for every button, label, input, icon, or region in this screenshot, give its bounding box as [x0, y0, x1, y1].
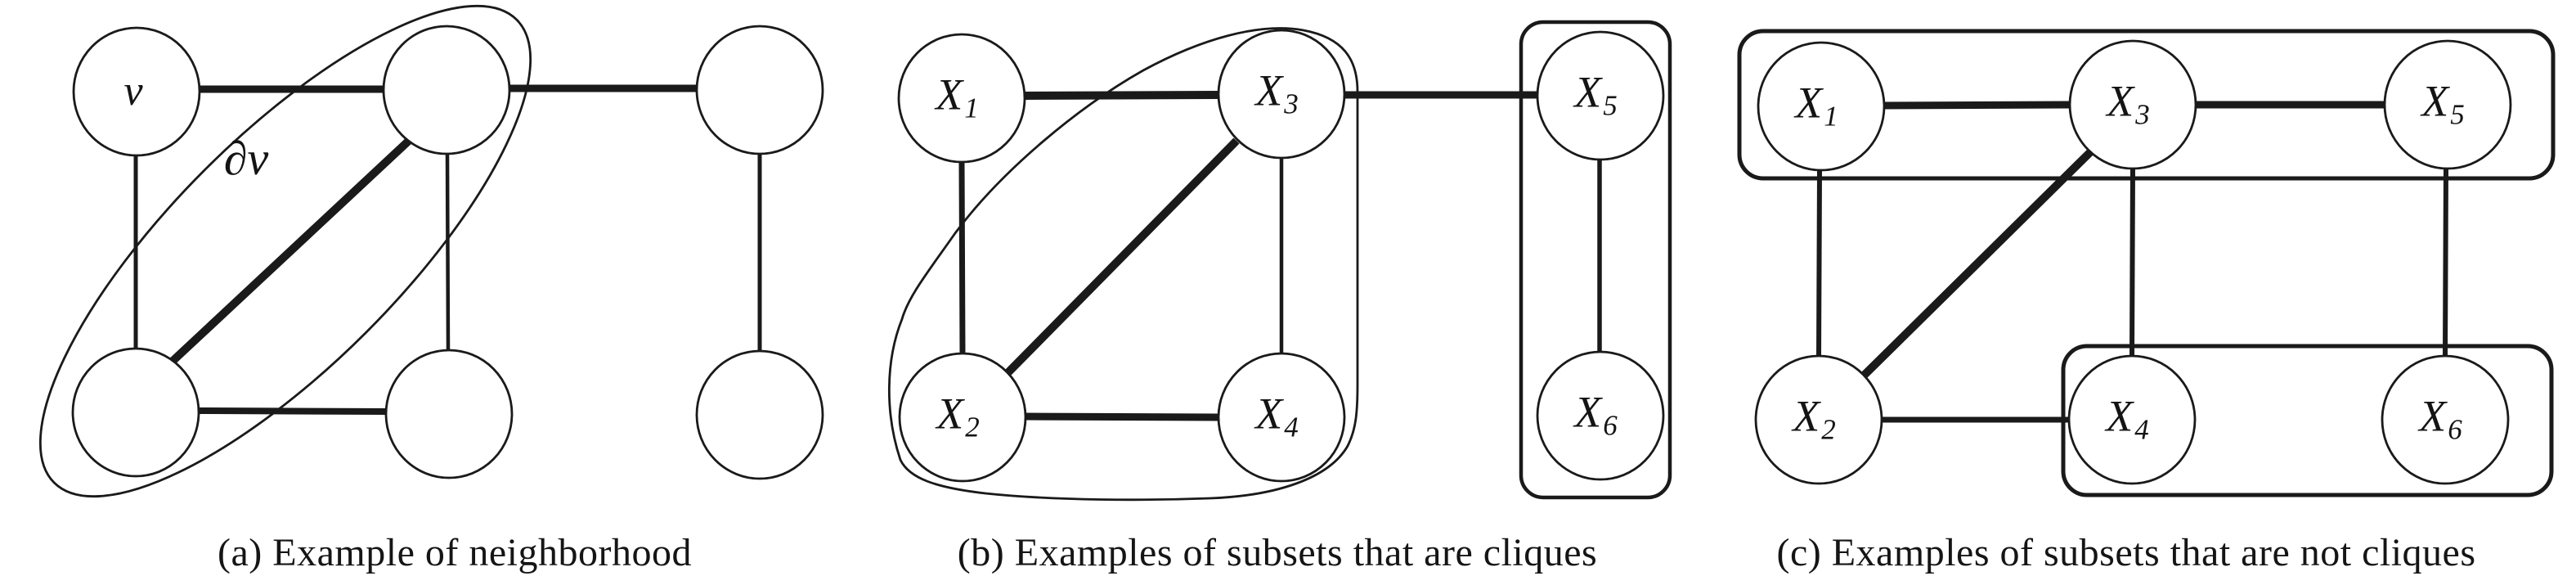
node-label-x6-b: X6 — [1574, 390, 1618, 440]
caption-panel-a: (a) Example of neighborhood — [218, 531, 692, 574]
nonclique-box-x4-x6 — [2061, 344, 2554, 497]
edge-x1-x3 — [1024, 91, 1219, 100]
edge-bottomleft-topmiddle-diagonal — [165, 136, 414, 368]
node-a-bottomright — [695, 349, 824, 480]
caption-panel-b: (b) Examples of subsets that are cliques — [957, 531, 1598, 574]
node-label-x5-b: X5 — [1574, 70, 1618, 120]
edge-x5-x6-c — [2443, 167, 2448, 358]
node-a-topright — [695, 25, 824, 155]
clique-outline-x2-x3-x4 — [887, 27, 1359, 502]
x2-c-main: X — [1793, 391, 1821, 441]
x4-c-sub: 4 — [2134, 413, 2150, 446]
node-x1-c — [1757, 41, 1886, 172]
edge-x1-x3-c — [1883, 101, 2071, 110]
node-label-x4-c: X4 — [2106, 394, 2150, 444]
edge-x2-x3-diagonal-c — [1861, 149, 2094, 378]
x4-b-main: X — [1255, 389, 1284, 439]
panel-c-graph — [1737, 29, 2556, 497]
node-label-x1-b: X1 — [936, 73, 980, 123]
node-x3-c — [2068, 39, 2197, 170]
node-label-x3-b: X3 — [1255, 69, 1299, 119]
x2-c-sub: 2 — [1821, 413, 1837, 446]
x1-b-sub: 1 — [964, 92, 980, 124]
x1-c-main: X — [1795, 78, 1824, 128]
x5-c-sub: 5 — [2450, 98, 2466, 131]
node-x6-b — [1536, 350, 1665, 481]
clique-box-x5-x6 — [1519, 20, 1672, 500]
x3-c-main: X — [2107, 76, 2135, 126]
edge-x1-x2 — [958, 161, 966, 354]
x2-b-sub: 2 — [965, 411, 981, 443]
x1-b-main: X — [936, 70, 964, 119]
caption-panel-c: (c) Examples of subsets that are not cli… — [1776, 531, 2476, 574]
node-x5-c — [2383, 39, 2512, 170]
x3-c-sub: 3 — [2135, 98, 2151, 131]
node-label-x5-c: X5 — [2421, 79, 2466, 129]
edge-x2-x4 — [1025, 412, 1219, 421]
x3-b-main: X — [1255, 65, 1284, 115]
node-a-bottommiddle — [384, 349, 514, 479]
x2-b-main: X — [936, 389, 965, 439]
node-a-topmiddle — [382, 25, 511, 155]
edge-x3-x4-c — [2129, 167, 2135, 358]
node-x3-b — [1217, 29, 1346, 160]
edge-topmiddle-bottommiddle — [445, 153, 451, 351]
x4-b-sub: 4 — [1284, 411, 1299, 443]
edge-x2-x3-diagonal — [1005, 137, 1240, 376]
edge-x1-x2-c — [1816, 170, 1822, 358]
x5-b-sub: 5 — [1603, 89, 1618, 122]
node-label-x4-b: X4 — [1255, 392, 1299, 442]
node-a-bottomleft — [71, 347, 200, 478]
x3-b-sub: 3 — [1284, 88, 1299, 120]
node-x4-c — [2067, 354, 2197, 485]
panel-a-graph — [38, 4, 824, 498]
node-label-x2-b: X2 — [936, 392, 981, 442]
x6-c-main: X — [2419, 391, 2448, 441]
x5-b-main: X — [1574, 67, 1603, 117]
x6-c-sub: 6 — [2448, 413, 2463, 446]
neighborhood-dv-label: ∂v — [223, 132, 269, 185]
x1-c-sub: 1 — [1824, 100, 1839, 133]
node-x1-b — [897, 33, 1026, 164]
x5-c-main: X — [2421, 76, 2450, 126]
node-x2-c — [1754, 354, 1883, 485]
node-label-x2-c: X2 — [1793, 394, 1837, 444]
panel-b-graph — [887, 20, 1672, 502]
x6-b-main: X — [1574, 387, 1603, 437]
node-v — [72, 26, 201, 157]
node-x2-b — [898, 352, 1027, 483]
vertex-v-label: v — [123, 68, 143, 115]
node-x6-c — [2381, 354, 2510, 485]
node-label-x6-c: X6 — [2419, 394, 2463, 444]
node-label-x1-c: X1 — [1795, 81, 1839, 131]
x6-b-sub: 6 — [1603, 409, 1618, 442]
neighborhood-ellipse — [38, 4, 532, 498]
node-x5-b — [1536, 30, 1665, 161]
x4-c-main: X — [2106, 391, 2134, 441]
nonclique-box-x1-x3-x5 — [1737, 29, 2556, 181]
node-label-x3-c: X3 — [2107, 79, 2151, 129]
node-x4-b — [1217, 352, 1346, 483]
edge-bottomleft-bottommiddle — [197, 407, 387, 415]
